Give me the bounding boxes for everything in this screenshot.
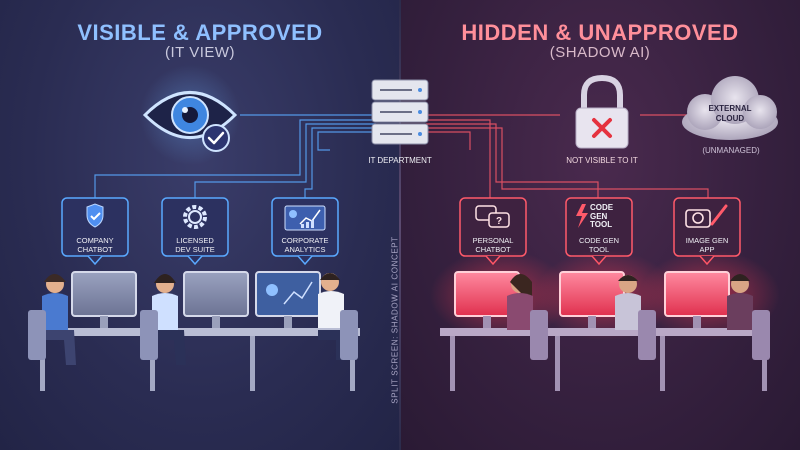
shadow-subtitle: (SHADOW AI) <box>549 44 651 61</box>
image-gen-label: IMAGE GEN APP <box>685 236 729 254</box>
line-to-analytics <box>304 127 380 198</box>
lock-label: NOT VISIBLE TO IT <box>566 156 638 165</box>
vertical-caption: SPLIT SCREEN: SHADOW AI CONCEPT <box>390 236 400 404</box>
left-desk <box>30 328 360 391</box>
right-monitors <box>454 271 730 328</box>
chat-bubbles-icon: ? <box>475 205 510 228</box>
cloud-label: EXTERNAL CLOUD <box>708 104 752 123</box>
analytics-label: CORPORATE ANALYTICS <box>281 236 329 254</box>
shadow-title: HIDDEN & UNAPPROVED <box>461 20 739 45</box>
server-icon <box>371 79 429 145</box>
right-workers <box>507 274 753 330</box>
left-chairs <box>28 310 358 360</box>
tool-card-dev-suite <box>161 197 229 266</box>
personal-chatbot-label: PERSONAL CHATBOT <box>472 236 514 254</box>
line-to-dev-suite <box>194 123 376 198</box>
server-label: IT DEPARTMENT <box>368 156 432 165</box>
line-to-company-chatbot <box>94 119 372 198</box>
line-to-code-gen <box>426 123 599 198</box>
lightning-icon <box>576 204 588 228</box>
line-to-personal-chatbot <box>428 119 491 198</box>
approved-subtitle: (IT VIEW) <box>164 44 236 61</box>
camera-brush-icon <box>685 204 728 228</box>
shadow-connections <box>422 114 709 198</box>
right-desk <box>440 328 770 391</box>
cloud-status: (UNMANAGED) <box>702 146 760 155</box>
svg-text:?: ? <box>496 216 502 227</box>
split-divider <box>399 0 401 450</box>
code-gen-icon-text: CODE GEN TOOL <box>590 203 614 229</box>
eye-icon <box>140 65 240 165</box>
gear-icon <box>183 205 207 229</box>
line-to-image-gen <box>424 127 709 198</box>
lock-icon <box>575 74 629 149</box>
analytics-dashboard-icon <box>284 205 326 231</box>
tool-card-personal-chatbot: ? <box>459 197 527 266</box>
check-badge-icon <box>202 124 230 152</box>
tool-card-analytics <box>271 197 339 266</box>
shield-check-icon <box>86 203 104 228</box>
right-chairs <box>530 310 770 360</box>
company-chatbot-label: COMPANY CHATBOT <box>76 236 114 254</box>
dev-suite-label: LICENSED DEV SUITE <box>175 236 215 254</box>
cloud-icon <box>682 76 778 140</box>
code-gen-label: CODE GEN TOOL <box>578 236 619 254</box>
approved-connections <box>94 114 384 198</box>
tool-card-company-chatbot <box>61 197 129 266</box>
left-monitors <box>71 271 321 328</box>
approved-title: VISIBLE & APPROVED <box>77 20 323 45</box>
left-workers <box>42 273 346 365</box>
